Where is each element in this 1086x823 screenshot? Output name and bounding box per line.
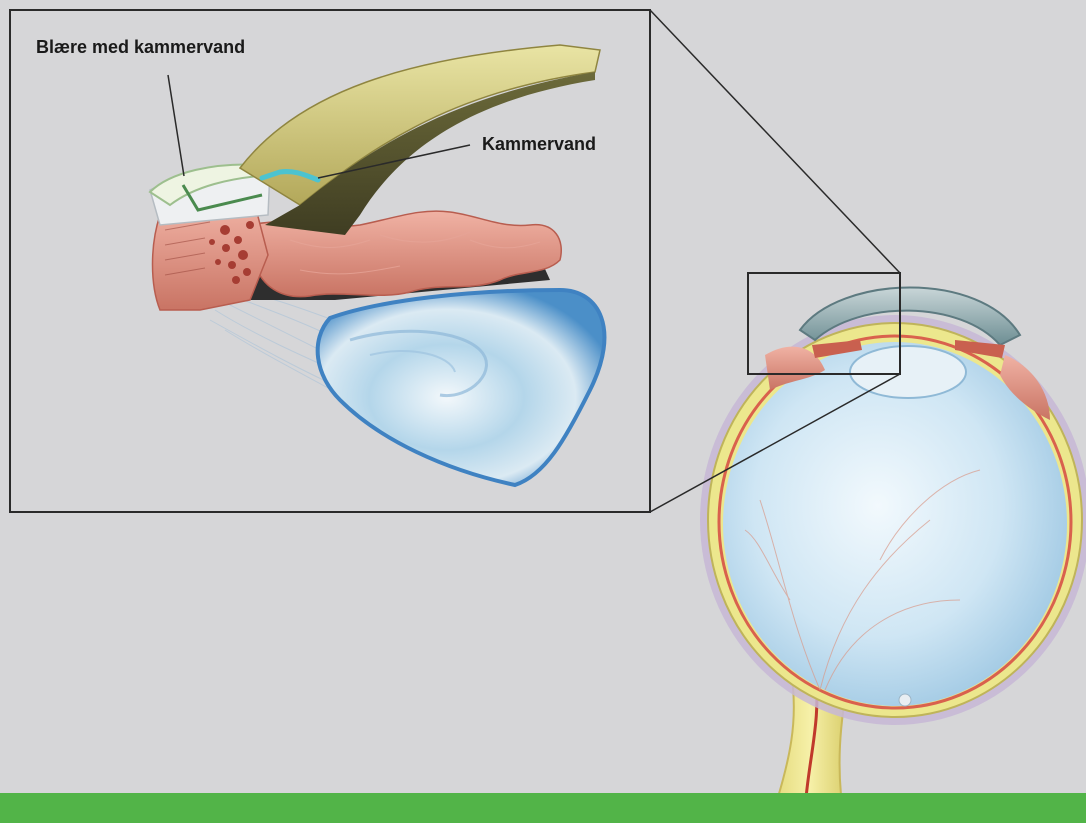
footer-bar xyxy=(0,793,1086,823)
eyeball xyxy=(700,288,1086,823)
zoom-line-top xyxy=(650,10,900,273)
lens xyxy=(850,346,966,398)
aqueous-humor-label: Kammervand xyxy=(482,135,596,153)
inset-panel xyxy=(10,10,650,512)
bleb-label: Blære med kammervand xyxy=(36,38,245,56)
